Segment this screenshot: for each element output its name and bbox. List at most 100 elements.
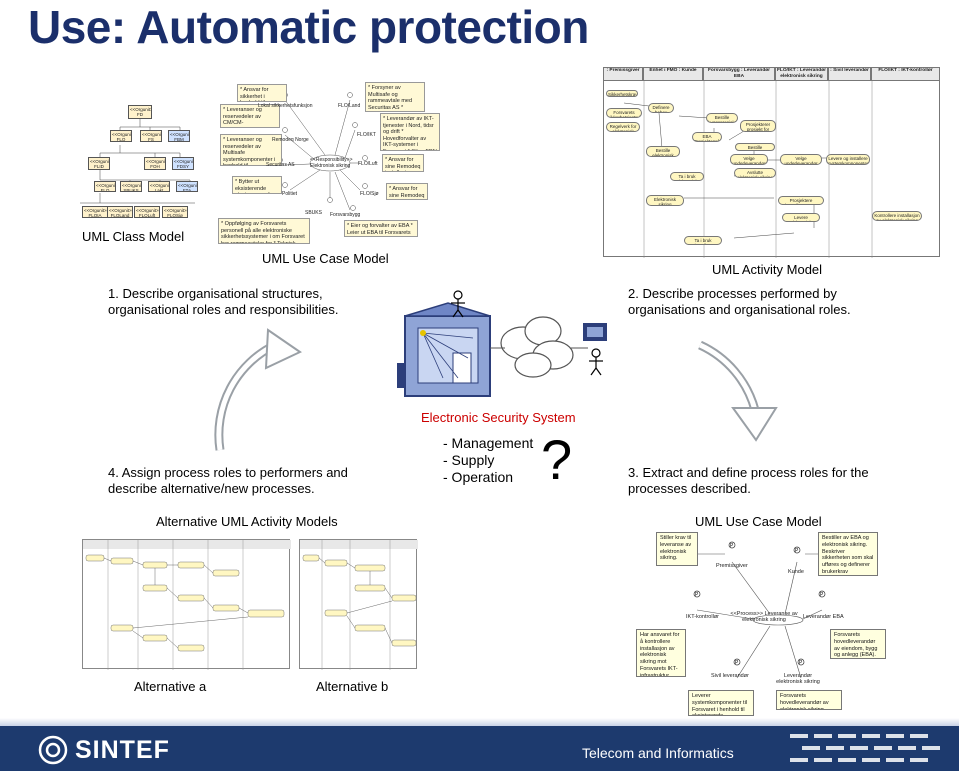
security-system-illustration	[397, 290, 607, 397]
act-velge-under: Velge underleverandør	[780, 154, 822, 165]
sintef-logo-icon	[38, 735, 68, 765]
ess-item-supply: - Supply	[443, 452, 495, 468]
uc-actor-sbuks: SBUKS	[305, 210, 322, 216]
svg-text:P: P	[795, 548, 799, 554]
alt-a-diagram	[82, 539, 291, 670]
uc-actor-politiet: Politiet	[282, 191, 298, 197]
footer-fade	[0, 718, 959, 726]
person-icon-right	[589, 348, 603, 376]
svg-text:P: P	[820, 592, 824, 598]
uc-actor-lokal: Lokal sikkerhetsfunksjon	[258, 103, 313, 109]
uml-use-case-model-top-label: UML Use Case Model	[262, 251, 389, 266]
uc-note-8: * Ansvar for sine Remodeq installasjoner	[386, 183, 428, 200]
act-bestille-es-2: Bestille elektronisk sikring	[735, 143, 775, 151]
uc2-actor-es: Leverandør elektronisk sikring	[776, 673, 820, 685]
class-fbm: <<Orgunit>> FBM	[168, 130, 190, 142]
uc2-note-sivil: Leverer systemkomponenter til Forsvaret …	[688, 690, 754, 716]
class-model-diagram	[80, 95, 220, 225]
person-icon	[451, 290, 465, 318]
act-levere-es: Levere elektronisk sikring	[782, 213, 820, 222]
uc2-note-kunde: Bestiller av EBA og elektronisk sikring.…	[818, 532, 878, 576]
class-fd: <<Orgunit>> FD	[128, 105, 152, 119]
class-fs: <<Orgunit>> FS	[140, 130, 162, 142]
act-bestille-bygg: Bestille byggeprosjekt	[706, 113, 738, 123]
uc2-note-ikt: Har ansvaret for å kontrollere installas…	[636, 629, 686, 677]
act-prosjekterer: Prosjekterer prosjekt for EBA	[740, 120, 776, 132]
act-definere-behov: Definere behov	[648, 103, 674, 113]
class-fdsy: <<Orgunit>> FDSY	[172, 157, 194, 170]
uc-actor-floland: FLO/Land	[338, 103, 361, 109]
uc2-actor-process: <<Process>> Leveranse av elektronisk sik…	[730, 611, 798, 623]
class-model-connectors	[80, 113, 195, 204]
lane-premissgiver: : Premissgiver	[603, 67, 643, 81]
footer-dot-pattern	[790, 734, 940, 762]
uc-note-5: * Forsyner av Multisafe og rammeavtale m…	[365, 82, 425, 112]
lane-ikt-kontrollor: FLO/IKT : IKT-kontrollør	[871, 67, 940, 81]
act-prosjektere-hoved: Prosjektere hovedleveranse EBA	[778, 196, 824, 205]
alternative-a-label: Alternative a	[134, 679, 207, 694]
uc-actor-forsvarsbygg: Forsvarsbygg	[330, 212, 361, 218]
lane-leverandor-es: FLO/IKT : Leverandør elektronisk sikring	[775, 67, 828, 81]
act-avslutte: Avslutte elektronisk sikring	[734, 168, 776, 178]
alt-b-diagram	[299, 539, 418, 670]
building-icon	[397, 302, 491, 397]
uc2-actor-eba: Leverandør EBA	[803, 614, 844, 620]
act-ta-i-bruk-inst: Ta i bruk installert elektronisk sikring	[684, 236, 722, 245]
uc-actor-remodeq: Remodeq Norge	[272, 137, 309, 143]
act-velge-under-es: Velge underleverandør for elektronisk si…	[730, 154, 768, 165]
step-3-text: 3. Extract and define process roles for …	[628, 465, 869, 496]
lane-kunde: Enhet i FMO : Kunde	[643, 67, 703, 81]
step-1-text: 1. Describe organisational structures, o…	[108, 286, 339, 317]
uc-note-9: * Oppfølging av Forsvarets personell på …	[218, 218, 310, 244]
footer-unit: Telecom and Informatics	[582, 745, 734, 761]
class-sbuks: <<Orgunit>> SBUKS	[120, 181, 142, 192]
cycle-arrowhead-right	[731, 407, 778, 442]
footer-bar	[0, 726, 959, 771]
act-kontrollere: Kontrollere installasjon av elektronisk …	[872, 211, 922, 221]
act-sikkerhetskrav: Sikkerhetskrav	[606, 90, 638, 97]
ess-item-management: - Management	[443, 435, 534, 451]
activity-top-connectors	[623, 68, 873, 258]
network-cloud-icon	[500, 316, 574, 378]
question-mark: ?	[541, 428, 573, 491]
cycle-arrowhead-left	[264, 328, 303, 370]
uc-note-4: * Bytter ut eksisterende stasjoner med F…	[232, 176, 282, 194]
class-flo: <<Orgunit>> FLO	[110, 130, 132, 142]
uc2-note-premissgiver: Stiller krav til leveranse av elektronis…	[656, 532, 698, 566]
alt-activity-models-label: Alternative UML Activity Models	[156, 514, 338, 529]
uc-note-1: * Ansvar for sikkerhet i henhold til Sik…	[237, 84, 287, 102]
terminal-icon	[583, 323, 607, 341]
ess-item-operation: - Operation	[443, 469, 514, 485]
uc-actor-flosjo: FLO/Sjø	[360, 191, 379, 197]
uc2-actor-premissgiver: Premissgiver	[716, 563, 748, 569]
svg-text:P: P	[735, 660, 739, 666]
class-lakt: <<Orgunit>> Lakt	[148, 181, 170, 192]
act-levere-installere: Levere og installere systemkomponenter	[826, 154, 870, 165]
lane-leverandor-eba: Forsvarsbygg : Leverandør EBA	[703, 67, 775, 81]
cycle-arrow-right	[698, 340, 760, 412]
uml-activity-model-label: UML Activity Model	[712, 262, 823, 277]
svg-text:P: P	[730, 543, 734, 549]
lane-sivil: : Sivil leverandør	[828, 67, 871, 81]
uc-actor-securitas: Securitas AS	[266, 162, 295, 168]
uc2-note-es: Forsvarets hovedleverandør av elektronis…	[776, 690, 842, 710]
class-foh: <<Orgunit>> FOH	[144, 157, 166, 170]
class-flid: <<Orgunit>> FLID	[88, 157, 110, 170]
uc-note-6: * Leverandør av IKT-tjenester i Nord, ti…	[380, 113, 440, 151]
activity-top-diagram	[603, 67, 940, 258]
uc-note-3: * Leveranser og reservedeler av Multisaf…	[220, 134, 282, 166]
uc2-actor-kunde: Kunde	[788, 569, 804, 575]
step-2-text: 2. Describe processes performed by organ…	[628, 286, 851, 317]
class-fta: <<Orgunit>> FTA	[176, 181, 198, 192]
act-eba-oppfolging: EBA Prosjektoppfølging	[692, 132, 722, 142]
svg-text:P: P	[695, 592, 699, 598]
uc-note-2: * Leveranser og reservedeler av CM/CM-sy…	[220, 104, 280, 128]
uc2-actor-ikt: IKT-kontrollør	[686, 614, 720, 620]
footer-brand: SINTEF	[75, 736, 170, 764]
act-regelverk: Regelverk for elektronisk sikring	[606, 122, 640, 132]
act-bestille-es: Bestille elektronisk sikring	[646, 146, 680, 157]
alternative-b-label: Alternative b	[316, 679, 389, 694]
alt-b-lanes	[300, 540, 418, 670]
